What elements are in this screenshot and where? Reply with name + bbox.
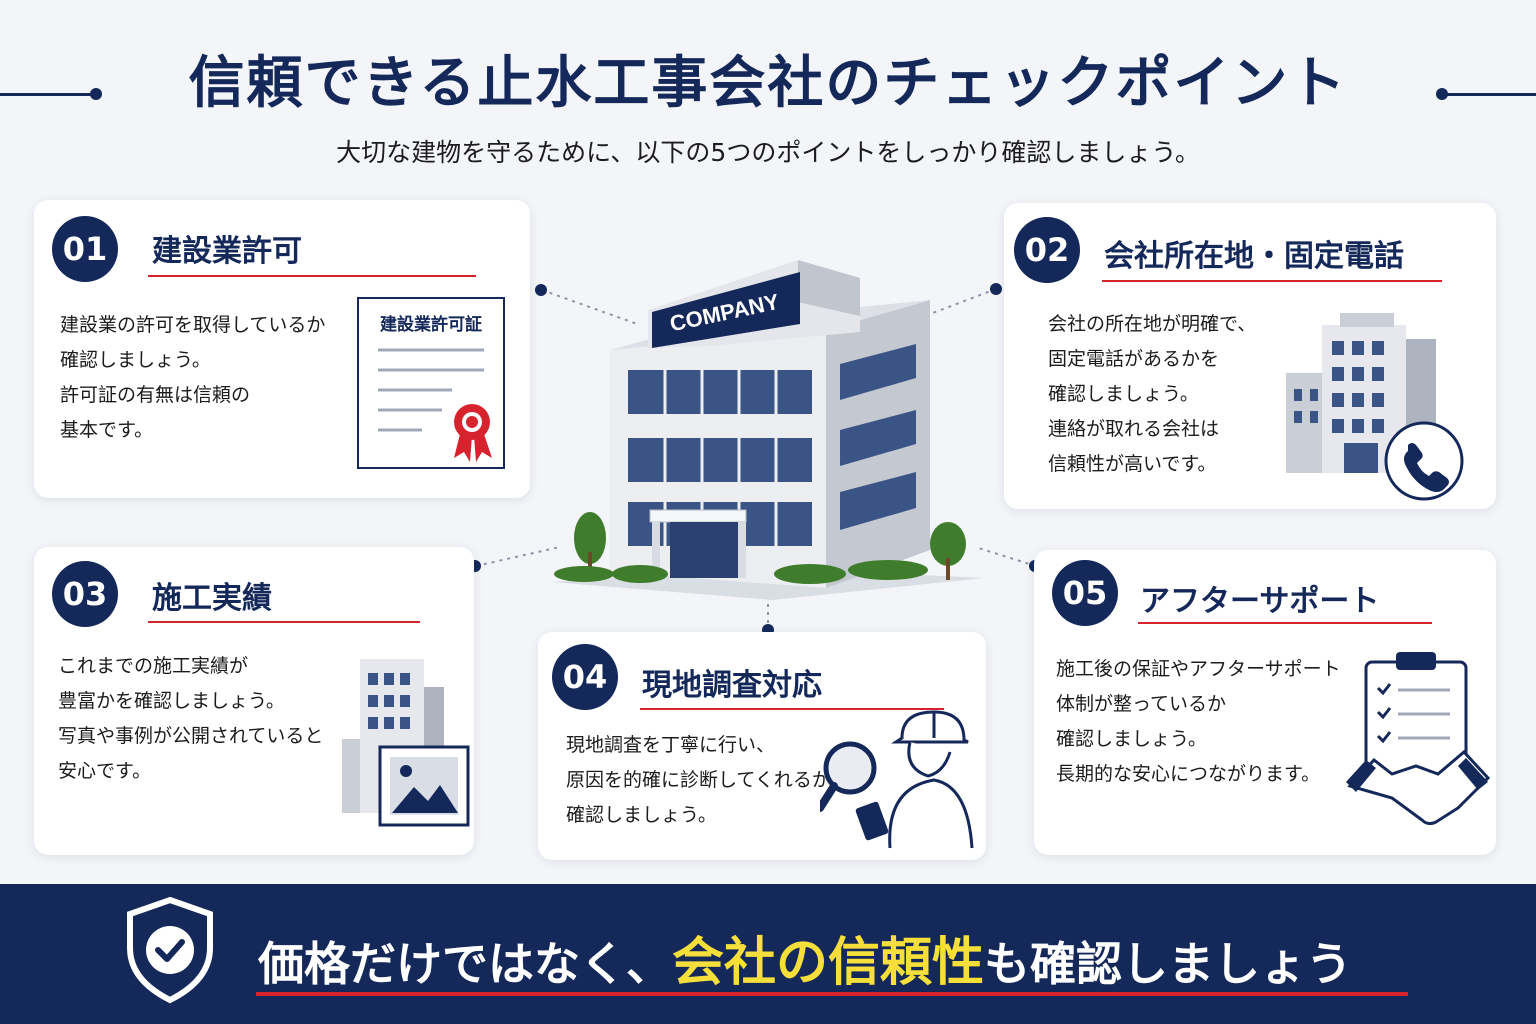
card-04-number: 04 xyxy=(552,644,618,710)
card-01: 01 建設業許可 建設業の許可を取得しているか確認しましょう。 許可証の有無は信… xyxy=(34,200,530,498)
connector-dot-01 xyxy=(535,284,547,296)
title-deco-dot-right xyxy=(1436,88,1448,100)
card-04-title: 現地調査対応 xyxy=(642,668,822,703)
card-01-title: 建設業許可 xyxy=(152,234,302,269)
clipboard-handshake-icon xyxy=(1346,652,1491,826)
card-05-underline xyxy=(1138,622,1432,624)
title-deco-line-right xyxy=(1444,93,1536,96)
card-03-underline xyxy=(148,621,420,623)
bottom-banner xyxy=(0,884,1536,1024)
connector-dot-02 xyxy=(990,283,1002,295)
card-04: 04 現地調査対応 現地調査を丁寧に行い、原因を的確に診断してくれるか 確認しま… xyxy=(538,632,986,860)
card-05-body: 施工後の保証やアフターサポート体制が整っているか 確認しましょう。長期的な安心に… xyxy=(1056,658,1341,785)
card-05-number: 05 xyxy=(1052,560,1118,626)
card-03: 03 施工実績 これまでの施工実績が豊富かを確認しましょう。 写真や事例が公開さ… xyxy=(34,547,474,855)
office-phone-icon xyxy=(1286,313,1464,501)
card-02-number: 02 xyxy=(1014,217,1080,283)
title-deco-dot-left xyxy=(90,88,102,100)
certificate-title: 建設業許可証 xyxy=(380,314,482,334)
banner-underline xyxy=(256,992,1408,996)
company-building-icon: COMPANY xyxy=(552,260,984,600)
card-01-body: 建設業の許可を取得しているか確認しましょう。 許可証の有無は信頼の基本です。 xyxy=(60,314,326,441)
card-04-body: 現地調査を丁寧に行い、原因を的確に診断してくれるか 確認しましょう。 xyxy=(566,734,831,826)
inspector-magnifier-icon xyxy=(820,710,974,849)
card-03-body: これまでの施工実績が豊富かを確認しましょう。 写真や事例が公開されていると安心で… xyxy=(58,655,324,782)
card-02-title: 会社所在地・固定電話 xyxy=(1104,239,1404,274)
card-01-number: 01 xyxy=(52,216,118,282)
card-02-underline xyxy=(1102,280,1442,282)
building-photo-icon xyxy=(342,659,470,827)
page-title: 信頼できる止水工事会社のチェックポイント xyxy=(188,51,1348,116)
certificate-icon: 建設業許可証 xyxy=(357,297,505,469)
banner-message: 価格だけではなく、会社の信頼性も確認しましょう xyxy=(258,933,1353,993)
page-subtitle: 大切な建物を守るために、以下の5つのポイントをしっかり確認しましょう。 xyxy=(336,138,1200,167)
title-deco-line-left xyxy=(0,93,92,96)
card-05: 05 アフターサポート 施工後の保証やアフターサポート体制が整っているか 確認し… xyxy=(1034,550,1496,855)
card-02-body: 会社の所在地が明確で、固定電話があるかを 確認しましょう。連絡が取れる会社は 信… xyxy=(1048,313,1257,475)
shield-check-icon xyxy=(127,896,213,1004)
card-01-underline xyxy=(148,275,476,277)
card-04-underline xyxy=(640,708,944,710)
card-02: 02 会社所在地・固定電話 会社の所在地が明確で、固定電話があるかを 確認しまし… xyxy=(1004,203,1496,509)
card-03-number: 03 xyxy=(52,561,118,627)
banner-highlight: 会社の信頼性 xyxy=(672,933,985,993)
card-03-title: 施工実績 xyxy=(152,581,272,616)
card-05-title: アフターサポート xyxy=(1140,584,1380,619)
